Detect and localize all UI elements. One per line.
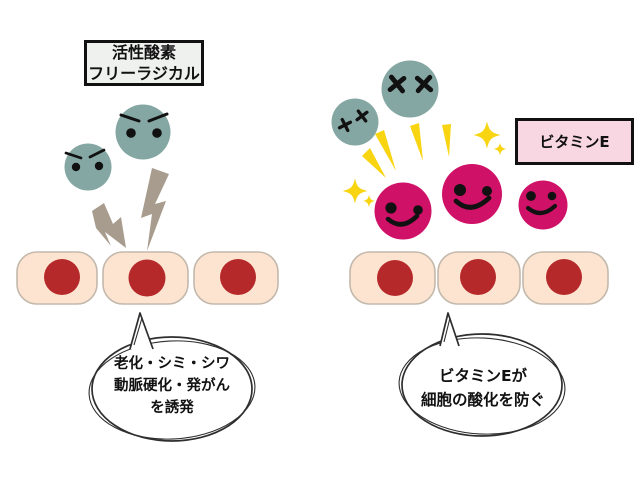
cell-icon	[522, 251, 609, 305]
free-radical-angry-large-icon	[115, 104, 171, 160]
vitamin-e-smiley-left-icon	[374, 182, 432, 240]
right-bubble-text: ビタミンEが 細胞の酸化を防ぐ	[383, 364, 583, 412]
cell-icon	[102, 251, 189, 305]
right-bubble-line1: ビタミンEが	[438, 367, 528, 385]
cell-row-left	[16, 251, 279, 305]
cell-icon	[16, 251, 98, 305]
free-radical-angry-small-icon	[64, 143, 112, 191]
free-radical-label-line2: フリーラジカル	[88, 64, 200, 83]
free-radical-defeated-large-icon	[381, 60, 439, 118]
cell-icon	[193, 251, 279, 305]
sparkle-icon	[473, 121, 507, 156]
left-bubble-line1: 老化・シミ・シワ	[114, 356, 230, 372]
lightning-bolt-large-icon	[141, 168, 169, 251]
vitamin-e-smiley-middle-icon	[442, 164, 502, 224]
free-radical-label-box: 活性酸素 フリーラジカル	[84, 40, 204, 86]
vitamin-e-label-text: ビタミンE	[539, 132, 610, 151]
free-radical-label-line1: 活性酸素	[111, 43, 176, 62]
left-bubble-text: 老化・シミ・シワ 動脈硬化・発がん を誘発	[72, 353, 272, 419]
left-bubble-line3: を誘発	[150, 400, 194, 416]
speech-bubble-right	[398, 312, 566, 437]
speech-bubble-left	[88, 312, 256, 442]
cell-row-right	[349, 251, 609, 305]
lightning-bolt-small-icon	[92, 203, 126, 248]
left-bubble-line2: 動脈硬化・発がん	[114, 378, 230, 394]
burst-rays-icon	[362, 123, 451, 178]
vitamin-e-label-box: ビタミンE	[515, 118, 634, 165]
sparkle-icon	[342, 178, 375, 207]
cell-icon	[349, 251, 436, 305]
right-bubble-line2: 細胞の酸化を防ぐ	[420, 391, 545, 409]
cell-icon	[437, 251, 521, 305]
vitamin-e-smiley-right-icon	[518, 180, 568, 230]
free-radical-defeated-small-icon	[331, 98, 379, 146]
